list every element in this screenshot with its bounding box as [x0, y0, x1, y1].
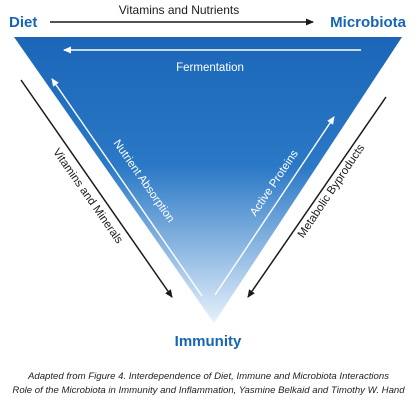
node-immunity: Immunity	[175, 333, 242, 350]
node-microbiota: Microbiota	[330, 14, 406, 31]
arrow-active-proteins	[214, 116, 335, 296]
caption-line-1: Adapted from Figure 4. Interdependence o…	[27, 371, 390, 382]
node-diet: Diet	[9, 14, 37, 31]
label-vitamins-and-nutrients: Vitamins and Nutrients	[119, 3, 240, 17]
central-triangle	[14, 37, 402, 323]
caption-line-2: Role of the Microbiota in Immunity and I…	[12, 385, 405, 396]
arrow-nutrient-absorption	[51, 78, 203, 297]
arrow-microbiota-to-immunity	[247, 96, 387, 298]
arrow-diet-to-immunity	[20, 79, 173, 298]
label-fermentation: Fermentation	[176, 62, 244, 74]
